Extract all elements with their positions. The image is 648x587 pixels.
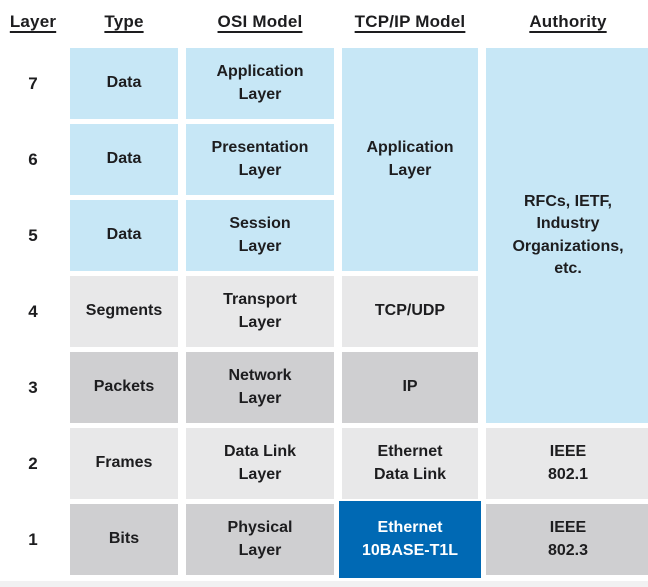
authority-cell-ieee-8021: IEEE 802.1: [486, 428, 648, 499]
column-header-layer: Layer: [9, 12, 57, 31]
osi-cell-presentation-layer: Presentation Layer: [186, 124, 334, 195]
tcpip-cell-ip: IP: [342, 352, 478, 423]
type-cell-layer4: Segments: [70, 276, 178, 347]
column-header-osi-model: OSI Model: [217, 12, 303, 31]
type-cell-layer1: Bits: [70, 504, 178, 575]
tcpip-cell-tcp-udp: TCP/UDP: [342, 276, 478, 347]
type-cell-layer3: Packets: [70, 352, 178, 423]
osi-cell-transport-layer: Transport Layer: [186, 276, 334, 347]
tcpip-cell-ethernet-10base-t1l-highlight: Ethernet 10BASE-T1L: [339, 501, 481, 578]
type-cell-layer7: Data: [70, 48, 178, 119]
layer-number-2: 2: [28, 453, 38, 473]
layer-number-7: 7: [28, 73, 38, 93]
type-cell-layer6: Data: [70, 124, 178, 195]
layer-number-6: 6: [28, 149, 38, 169]
type-cell-layer2: Frames: [70, 428, 178, 499]
layer-number-5: 5: [28, 225, 38, 245]
tcpip-cell-application-layer: Application Layer: [342, 48, 478, 271]
layer-number-3: 3: [28, 377, 38, 397]
osi-cell-physical-layer: Physical Layer: [186, 504, 334, 575]
authority-cell-rfcs-ietf: RFCs, IETF, Industry Organizations, etc.: [486, 48, 648, 423]
osi-cell-application-layer: Application Layer: [186, 48, 334, 119]
column-header-type: Type: [104, 12, 144, 31]
osi-cell-session-layer: Session Layer: [186, 200, 334, 271]
authority-cell-ieee-8023: IEEE 802.3: [486, 504, 648, 575]
layer-number-4: 4: [28, 301, 38, 321]
layer-number-1: 1: [28, 529, 38, 549]
osi-cell-data-link-layer: Data Link Layer: [186, 428, 334, 499]
type-cell-layer5: Data: [70, 200, 178, 271]
comparison-table: Layer Type OSI Model TCP/IP Model Author…: [9, 12, 648, 578]
bottom-edge-strip: [0, 581, 648, 587]
column-header-tcpip-model: TCP/IP Model: [354, 12, 466, 31]
column-header-authority: Authority: [529, 12, 607, 31]
tcpip-cell-ethernet-data-link: Ethernet Data Link: [342, 428, 478, 499]
osi-cell-network-layer: Network Layer: [186, 352, 334, 423]
